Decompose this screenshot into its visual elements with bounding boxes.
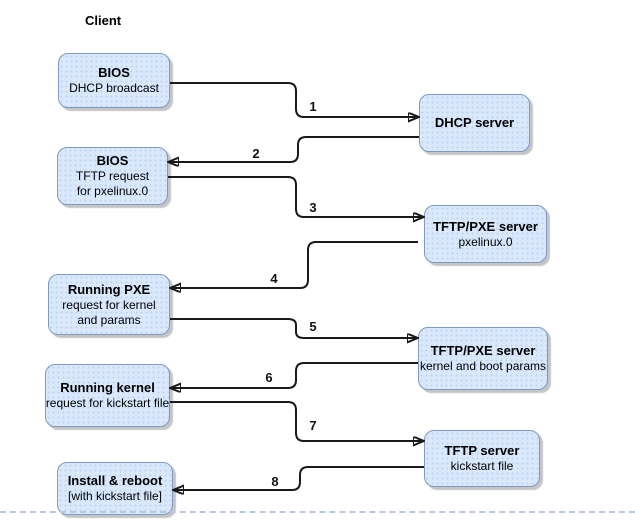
node-title: TFTP/PXE server [433, 218, 538, 234]
node-subtitle: kickstart file [450, 459, 514, 473]
arrow-4-label: 4 [270, 271, 278, 286]
arrow-6-label: 6 [265, 370, 272, 385]
arrow-3-label: 3 [309, 200, 316, 215]
node-subtitle: request for kernel [62, 297, 156, 312]
arrow-4 [171, 241, 418, 288]
arrow-7-label: 7 [309, 418, 316, 433]
node-title: BIOS [98, 65, 130, 80]
node-dhcp-server: DHCP server [419, 94, 530, 152]
arrow-1 [170, 82, 418, 117]
node-running-pxe: Running PXE request for kernel and param… [48, 274, 170, 335]
node-title: Running PXE [67, 281, 151, 297]
node-subtitle: pxelinux.0 [458, 234, 513, 249]
node-title: Running kernel [60, 380, 155, 395]
node-tftp-pxe-server-pxelinux: TFTP/PXE server pxelinux.0 [424, 205, 547, 263]
node-install-reboot: Install & reboot [with kickstart file] [57, 462, 173, 515]
arrow-8-label: 8 [271, 474, 278, 489]
node-title: TFTP server [444, 443, 520, 458]
node-subtitle: TFTP request [75, 169, 150, 183]
arrow-7 [170, 401, 423, 441]
node-tftp-pxe-server-kernel: TFTP/PXE server kernel and boot params [418, 327, 548, 390]
node-subtitle: request for kickstart file [45, 396, 170, 410]
node-title: Install & reboot [67, 473, 163, 488]
arrow-6 [171, 362, 418, 388]
page-boundary-dashed-line [0, 511, 635, 513]
node-subtitle: kernel and boot params [419, 359, 547, 373]
arrow-8 [174, 466, 424, 490]
node-subtitle: [with kickstart file] [67, 489, 163, 503]
node-title: BIOS [96, 153, 129, 168]
node-bios-dhcp-broadcast: BIOS DHCP broadcast [58, 53, 170, 108]
node-title: TFTP/PXE server [430, 343, 536, 358]
node-bios-tftp-request: BIOS TFTP request for pxelinux.0 [57, 147, 168, 205]
arrow-2-label: 2 [252, 146, 259, 161]
node-subtitle: DHCP broadcast [69, 81, 159, 95]
client-column-title: Client [85, 13, 122, 28]
arrow-3 [168, 176, 423, 217]
node-title: DHCP server [434, 115, 515, 130]
arrow-5 [170, 318, 417, 338]
node-subtitle: for pxelinux.0 [76, 184, 149, 198]
node-subtitle: and params [77, 312, 141, 327]
node-running-kernel: Running kernel request for kickstart fil… [45, 364, 170, 427]
arrow-1-label: 1 [309, 99, 316, 114]
arrow-2 [169, 136, 419, 162]
node-tftp-server-kickstart: TFTP server kickstart file [424, 430, 540, 487]
arrow-5-label: 5 [309, 319, 316, 334]
